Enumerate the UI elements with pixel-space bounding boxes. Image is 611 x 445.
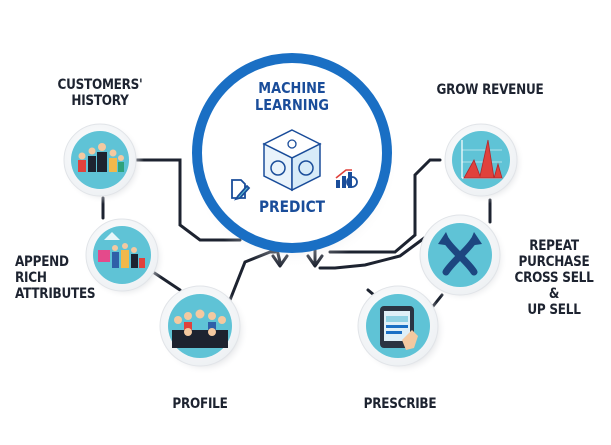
shopping-people-icon — [98, 232, 145, 268]
growth-chart-icon — [335, 169, 358, 188]
tablet-cyber-monday-icon — [380, 306, 418, 350]
node-prescribe — [357, 285, 447, 375]
node-repeat — [418, 213, 508, 303]
connector-grow-to-hub — [328, 158, 442, 254]
node-grow — [443, 122, 525, 204]
label-append-rich-attributes: APPEND RICH ATTRIBUTES — [15, 254, 96, 302]
label-repeat-purchase: REPEAT PURCHASE CROSS SELL & UP SELL — [514, 238, 594, 318]
brain-cube-icon — [262, 129, 322, 192]
hub-subtitle: PREDICT — [258, 197, 326, 216]
label-grow-revenue: GROW REVENUE — [436, 82, 544, 98]
connector-customers-to-hub — [135, 158, 242, 242]
document-edit-icon — [231, 179, 251, 201]
label-profile: PROFILE — [172, 396, 228, 412]
team-profile-icon — [172, 309, 228, 348]
node-append — [84, 217, 166, 299]
hub-title: MACHINE LEARNING — [255, 79, 329, 114]
node-profile — [159, 285, 249, 375]
revenue-chart-icon — [461, 139, 503, 179]
label-customers-history: CUSTOMERS' HISTORY — [57, 77, 143, 109]
connector-repeat-to-hub — [318, 234, 429, 270]
label-prescribe: PRESCRIBE — [363, 396, 437, 412]
node-customers — [62, 122, 144, 204]
customers-group-icon — [78, 143, 124, 172]
